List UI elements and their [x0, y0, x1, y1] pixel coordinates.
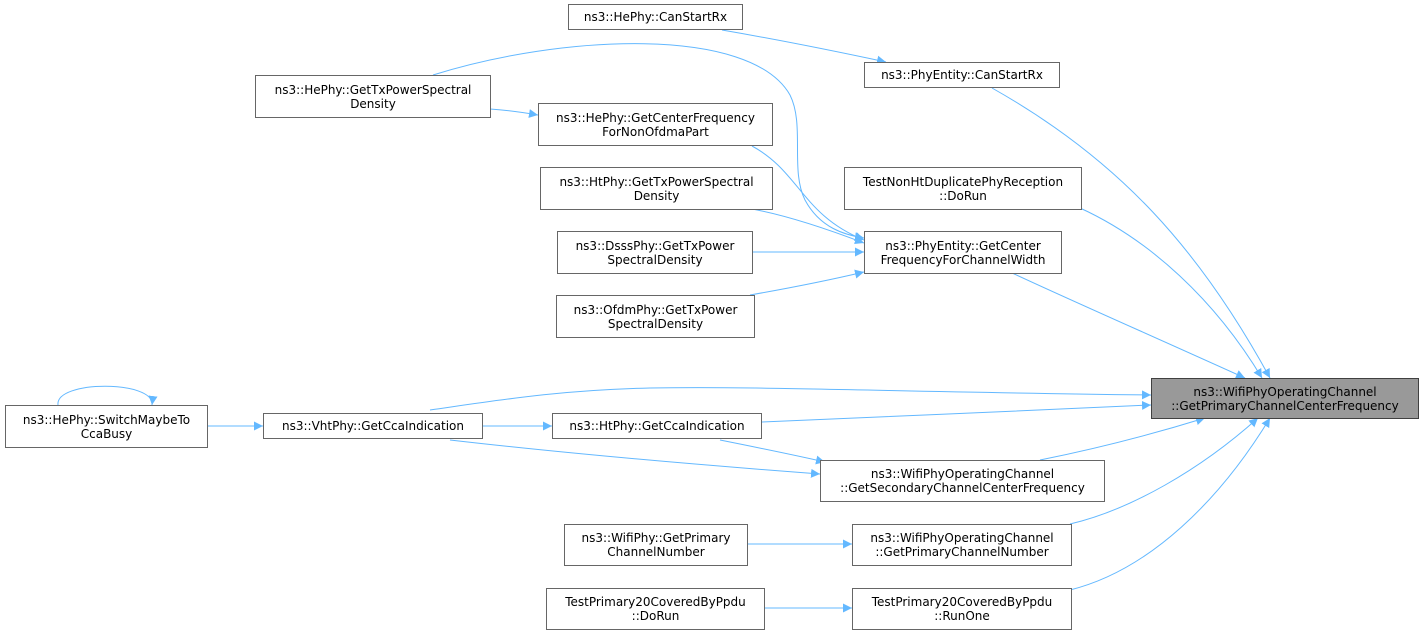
edge-phy-getcenterfreq-to-focus	[1009, 271, 1246, 379]
node-vht-getcca[interactable]: ns3::VhtPhy::GetCcaIndication	[263, 413, 483, 439]
edge-he-gettxpsd-to-phy-getcenterfreq	[432, 43, 865, 242]
node-wifiphy-getprimary[interactable]: ns3::WifiPhy::GetPrimary ChannelNumber	[564, 524, 748, 566]
node-label-line2: CcaBusy	[80, 426, 133, 441]
node-label-line2: SpectralDensity	[607, 252, 703, 267]
node-he-gettxpsd[interactable]: ns3::HePhy::GetTxPowerSpectral Density	[255, 75, 491, 118]
edge-ofdm-gettxpsd-to-phy-getcenterfreq	[749, 269, 865, 296]
edge-woc-primarynum-to-focus	[1069, 417, 1259, 525]
node-woc-secondary[interactable]: ns3::WifiPhyOperatingChannel ::GetSecond…	[820, 460, 1105, 502]
node-label-line1: ns3::WifiPhyOperatingChannel	[1193, 384, 1377, 399]
node-label: ns3::PhyEntity::CanStartRx	[881, 68, 1043, 82]
node-label-line2: FrequencyForChannelWidth	[880, 252, 1046, 267]
node-ht-gettxpsd[interactable]: ns3::HtPhy::GetTxPowerSpectral Density	[540, 167, 773, 210]
edge-ht-getcca-to-focus	[761, 400, 1152, 423]
edge-he-canstartrx-to-phy-canstartrx	[721, 29, 887, 65]
node-label-line2: ::RunOne	[934, 609, 990, 623]
node-test-p20-runone[interactable]: TestPrimary20CoveredByPpdu ::RunOne	[852, 588, 1072, 630]
node-label-line1: ns3::WifiPhyOperatingChannel	[870, 531, 1054, 545]
node-label-line1: ns3::PhyEntity::GetCenter	[885, 238, 1041, 253]
edge-he-gettxpsd-to-he-getcenterfreq	[489, 108, 539, 118]
node-label-line2: SpectralDensity	[607, 316, 704, 331]
node-label-line2: ::GetPrimaryChannelCenterFrequency	[1171, 398, 1399, 413]
node-test-p20-dorun[interactable]: TestPrimary20CoveredByPpdu ::DoRun	[546, 588, 765, 630]
node-label-line2: Density	[633, 188, 680, 203]
node-label: ns3::VhtPhy::GetCcaIndication	[281, 419, 464, 433]
node-test-nonht[interactable]: TestNonHtDuplicatePhyReception ::DoRun	[844, 167, 1082, 210]
node-label-line1: TestNonHtDuplicatePhyReception	[862, 174, 1064, 189]
node-label-line2: ForNonOfdmaPart	[602, 124, 709, 139]
node-label-line2: ChannelNumber	[607, 545, 705, 559]
edge-vht-getcca-to-focus	[429, 387, 1152, 411]
node-label-line1: ns3::DsssPhy::GetTxPower	[575, 238, 735, 253]
node-label-line1: ns3::HePhy::GetCenterFrequency	[556, 110, 755, 125]
node-label-line1: ns3::HePhy::GetTxPowerSpectral	[274, 82, 472, 97]
edge-test-p20-runone-to-focus	[1069, 417, 1271, 591]
edge-phy-canstartrx-to-focus	[991, 87, 1271, 379]
node-ht-getcca[interactable]: ns3::HtPhy::GetCcaIndication	[552, 413, 762, 439]
edge-test-nonht-to-focus	[1079, 207, 1263, 379]
node-label-line1: ns3::WifiPhyOperatingChannel	[870, 467, 1055, 481]
node-label-line2: ::GetSecondaryChannelCenterFrequency	[840, 481, 1085, 495]
edge-he-getcenterfreq-to-phy-getcenterfreq	[751, 145, 865, 241]
node-label-line1: ns3::HtPhy::GetTxPowerSpectral	[559, 174, 754, 189]
node-label-line1: ns3::WifiPhy::GetPrimary	[581, 531, 731, 545]
node-label-line2: ::DoRun	[939, 188, 987, 203]
node-phy-getcenterfreq[interactable]: ns3::PhyEntity::GetCenter FrequencyForCh…	[864, 231, 1062, 274]
node-woc-primarynum[interactable]: ns3::WifiPhyOperatingChannel ::GetPrimar…	[852, 524, 1072, 566]
edge-vht-getcca-to-woc-secondary	[449, 439, 821, 478]
node-label-line1: ns3::HePhy::SwitchMaybeTo	[22, 412, 191, 427]
node-focus-get-primary-channel-center-frequency: ns3::WifiPhyOperatingChannel ::GetPrimar…	[1151, 378, 1419, 419]
node-label-line2: Density	[350, 96, 396, 111]
node-label-line1: TestPrimary20CoveredByPpdu	[871, 595, 1053, 609]
edge-ht-getcca-to-woc-secondary	[719, 439, 826, 465]
node-ofdm-gettxpsd[interactable]: ns3::OfdmPhy::GetTxPower SpectralDensity	[556, 295, 755, 338]
node-he-switch-cca-busy[interactable]: ns3::HePhy::SwitchMaybeTo CcaBusy	[5, 405, 208, 448]
node-label-line2: ::DoRun	[631, 609, 680, 623]
node-label-line1: ns3::OfdmPhy::GetTxPower	[573, 302, 738, 317]
edge-ht-gettxpsd-to-phy-getcenterfreq	[751, 208, 865, 244]
node-label: ns3::HePhy::CanStartRx	[583, 10, 728, 24]
node-label: ns3::HtPhy::GetCcaIndication	[569, 419, 745, 433]
node-label-line2: ::GetPrimaryChannelNumber	[875, 545, 1049, 559]
node-dsss-gettxpsd[interactable]: ns3::DsssPhy::GetTxPower SpectralDensity	[557, 231, 753, 274]
node-he-canstartrx[interactable]: ns3::HePhy::CanStartRx	[568, 4, 743, 30]
node-he-getcenterfreq[interactable]: ns3::HePhy::GetCenterFrequency ForNonOfd…	[538, 103, 773, 146]
edge-he-switch-self	[57, 385, 158, 406]
node-phy-canstartrx[interactable]: ns3::PhyEntity::CanStartRx	[864, 62, 1060, 88]
node-label-line1: TestPrimary20CoveredByPpdu	[565, 595, 746, 609]
edge-woc-secondary-to-focus	[1039, 416, 1206, 461]
